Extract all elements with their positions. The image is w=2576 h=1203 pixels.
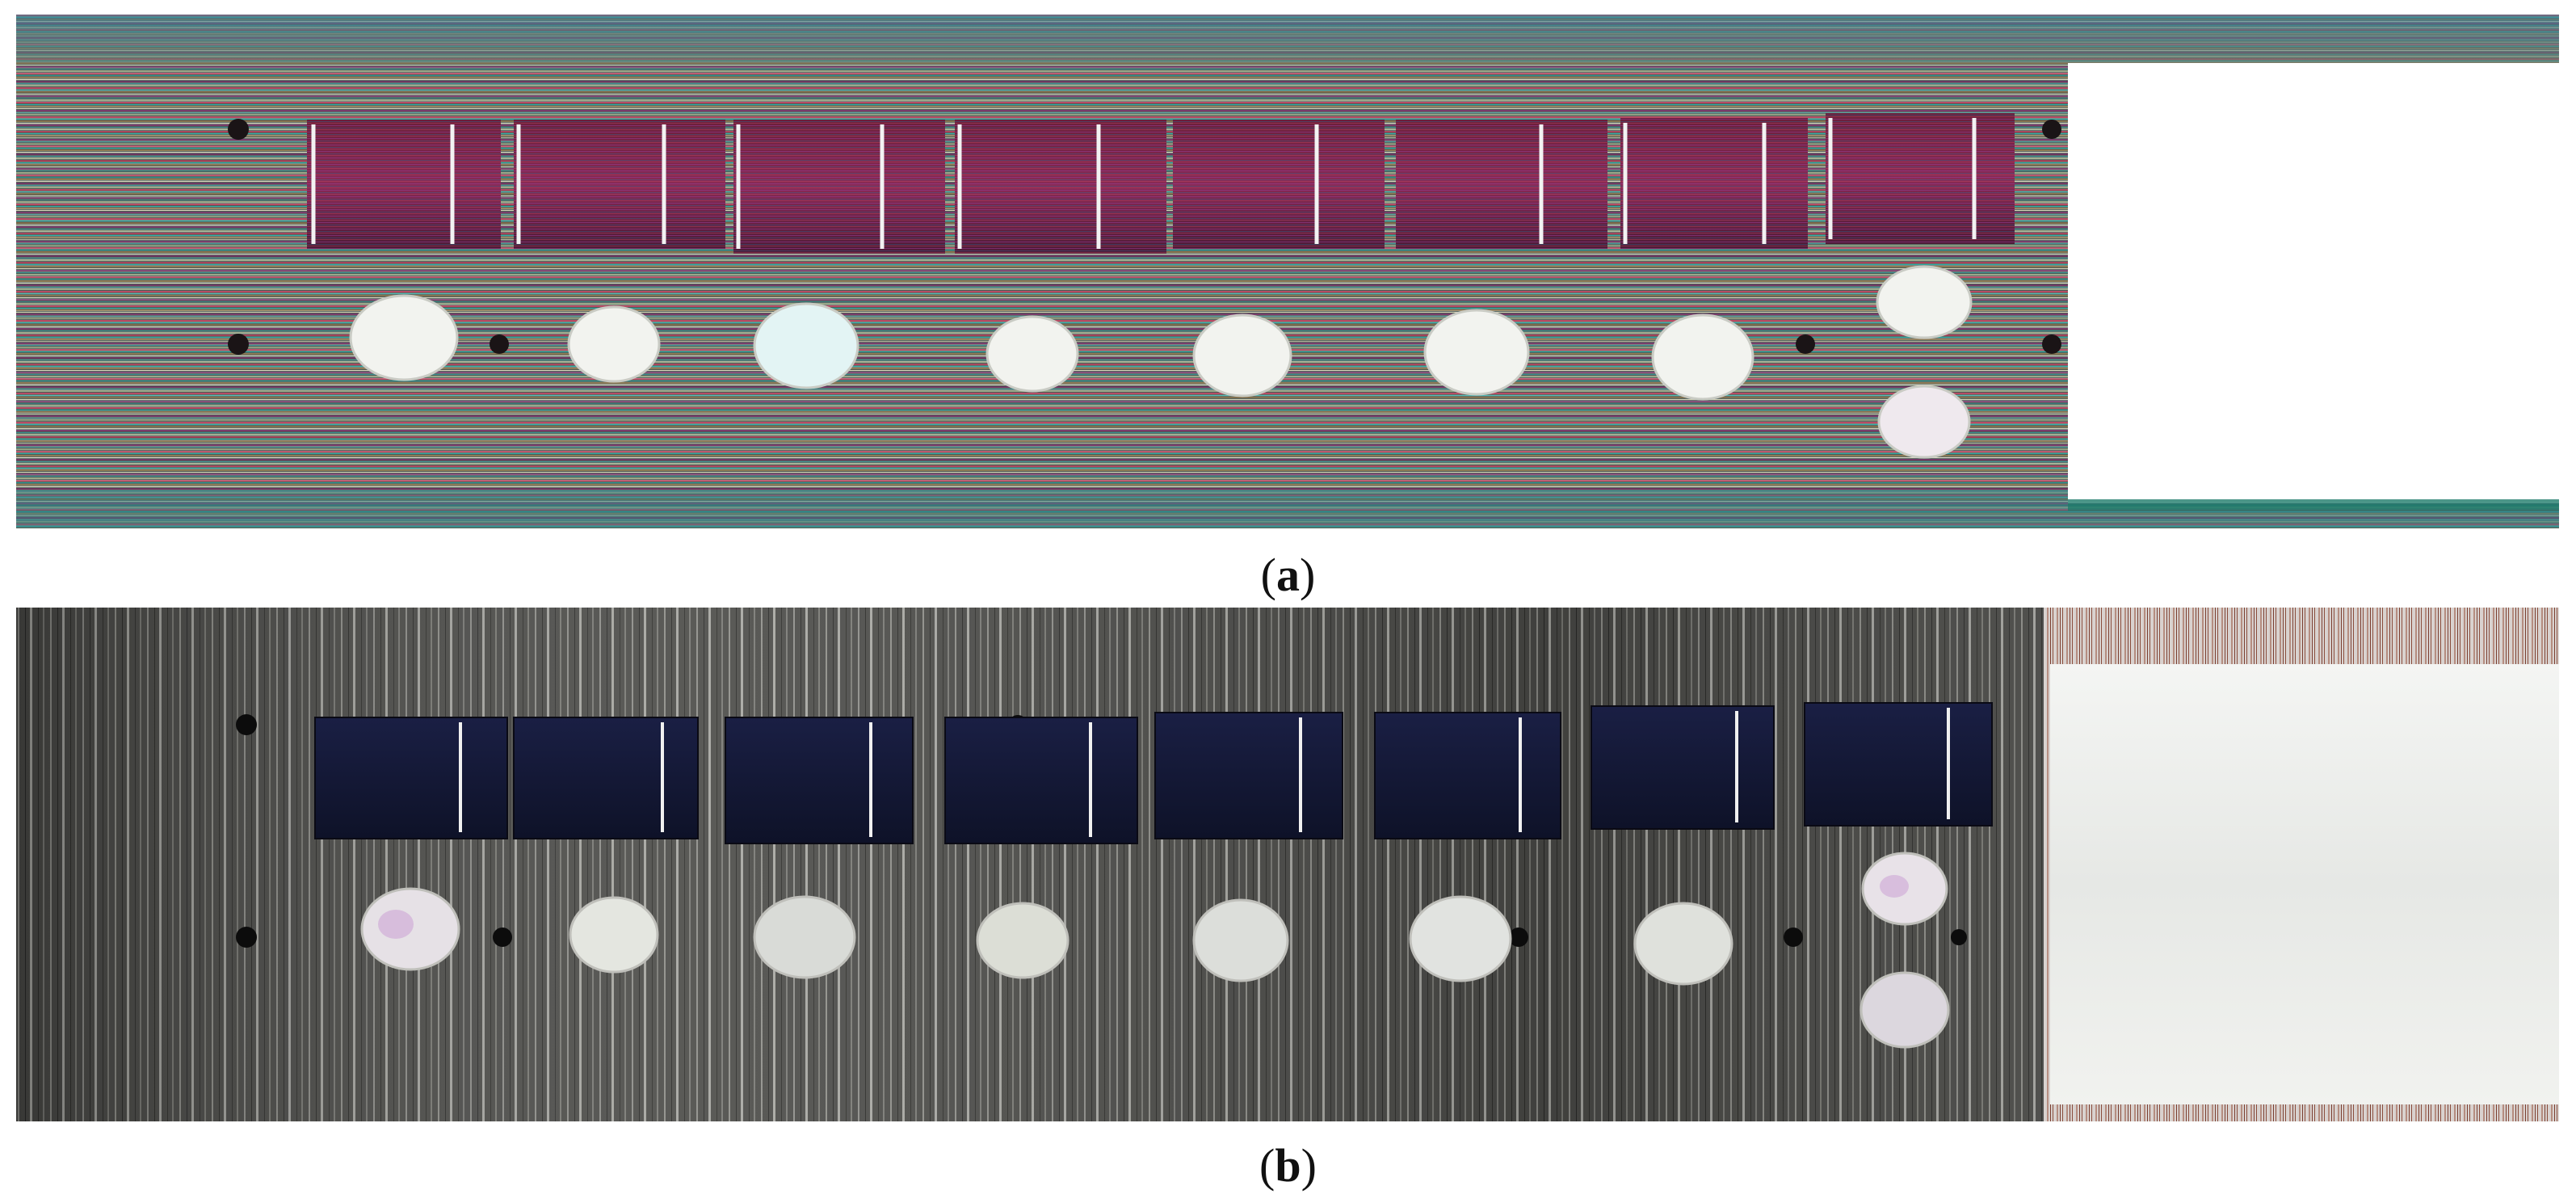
panel-a-image (16, 15, 2559, 528)
caption-b: (b) (1259, 1139, 1317, 1192)
caption-a: (a) (1260, 549, 1316, 601)
panel-b-image (16, 608, 2559, 1121)
